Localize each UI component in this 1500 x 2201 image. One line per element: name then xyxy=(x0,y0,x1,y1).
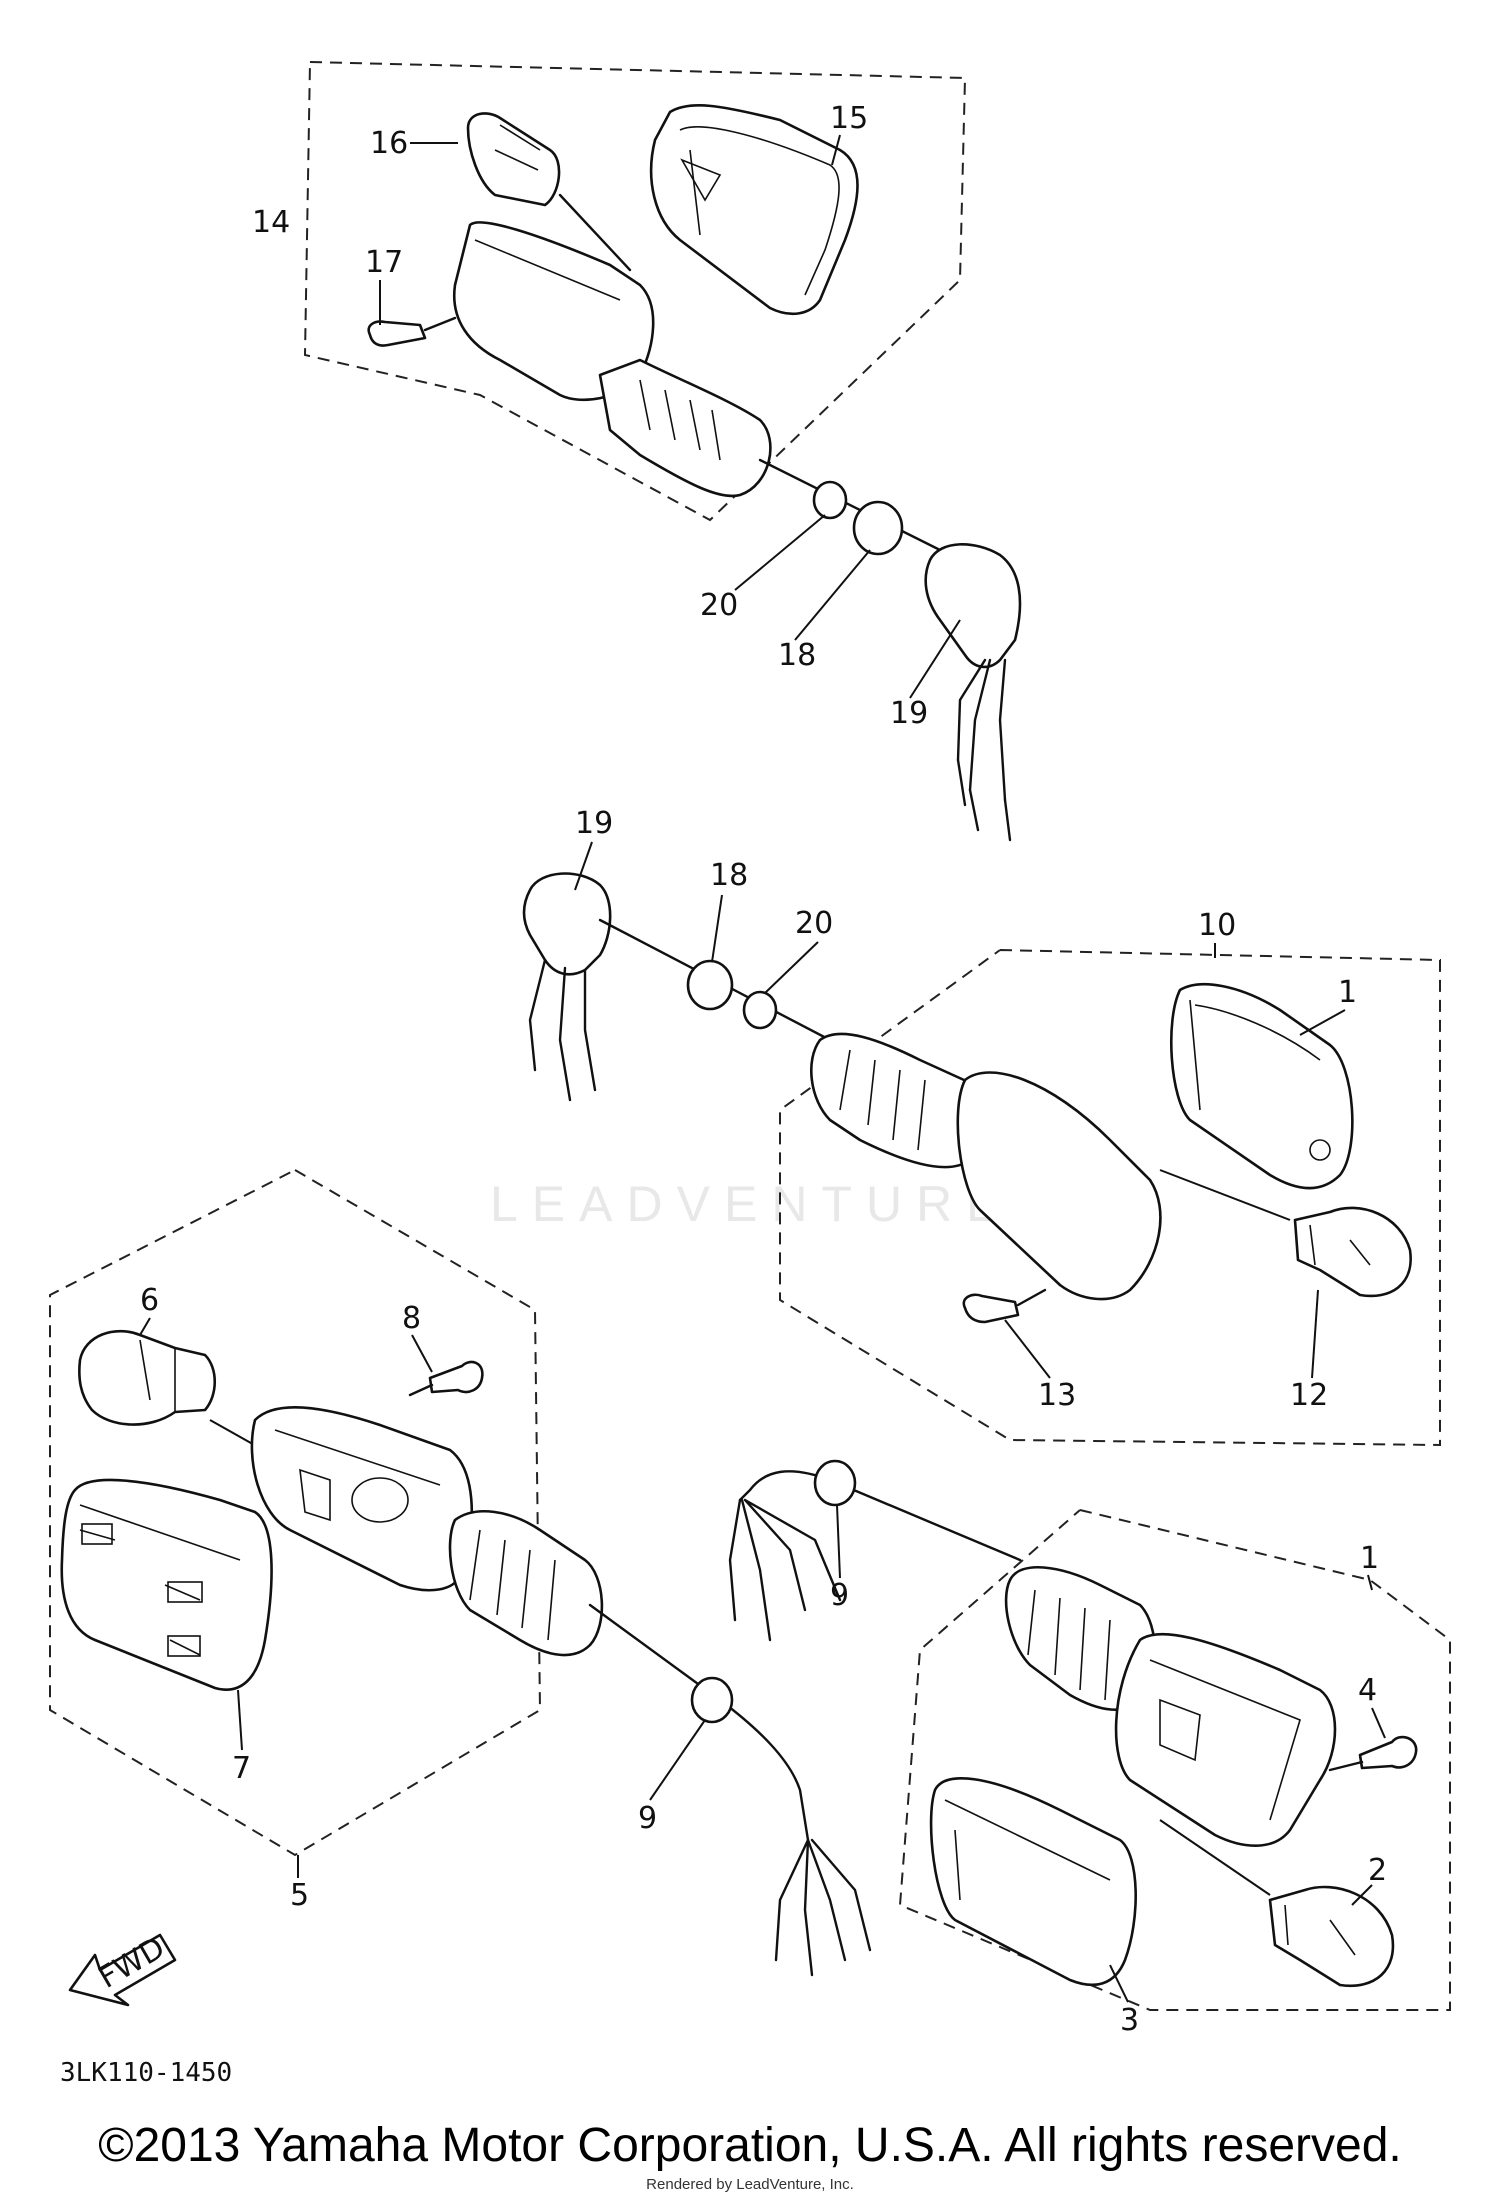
bulb-12 xyxy=(1159,1169,1412,1298)
grommet-18-top xyxy=(852,500,904,556)
assembly-10-boundary xyxy=(779,949,1441,1447)
screw-4 xyxy=(1328,1735,1418,1772)
assembly-14 xyxy=(303,61,1022,842)
callout-18-top: 18 xyxy=(778,638,816,673)
lens-15 xyxy=(649,104,859,316)
wire-5 xyxy=(588,1603,810,1842)
housing-1 xyxy=(1004,1565,1337,1847)
connector-19-top xyxy=(924,543,1022,842)
callout-19-mid: 19 xyxy=(575,806,613,841)
wire-1 xyxy=(738,1470,1022,1562)
diagram-reference-code: 3LK110-1450 xyxy=(60,2058,233,2088)
fwd-arrow-icon: FWD xyxy=(68,1930,177,2007)
callout-8: 8 xyxy=(402,1301,421,1336)
housing-14 xyxy=(452,193,772,498)
wire-5-leads xyxy=(774,1838,872,1977)
screw-13 xyxy=(962,1288,1047,1324)
callouts: 14 16 15 17 20 18 19 19 18 20 10 1 12 13… xyxy=(139,101,1387,2038)
callout-5: 5 xyxy=(290,1878,309,1913)
screw-17 xyxy=(367,316,457,347)
copyright-notice: ©2013 Yamaha Motor Corporation, U.S.A. A… xyxy=(98,2119,1402,2172)
assembly-5 xyxy=(49,1169,872,1977)
callout-14: 14 xyxy=(252,205,290,240)
lens-3 xyxy=(929,1777,1137,1987)
grommet-9-right xyxy=(813,1459,857,1507)
wire-1-leads xyxy=(728,1498,842,1642)
callout-13: 13 xyxy=(1038,1378,1076,1413)
callout-3: 3 xyxy=(1120,2003,1139,2038)
watermark: LEADVENTURE xyxy=(490,1176,1014,1232)
callout-1: 1 xyxy=(1360,1541,1379,1576)
bulb-16 xyxy=(466,112,561,207)
assembly-1 xyxy=(728,1459,1451,2011)
callout-17: 17 xyxy=(365,245,403,280)
assembly-10 xyxy=(522,872,1441,1447)
connector-19-mid xyxy=(522,872,612,1102)
grommet-9-left xyxy=(690,1676,734,1724)
callout-15: 15 xyxy=(830,101,868,136)
housing-5 xyxy=(250,1405,604,1657)
callout-9-left: 9 xyxy=(638,1801,657,1836)
callout-12: 12 xyxy=(1290,1378,1328,1413)
callout-9-right: 9 xyxy=(830,1578,849,1613)
housing-10 xyxy=(809,1032,1162,1301)
assembly-14-boundary xyxy=(303,61,967,522)
callout-7: 7 xyxy=(232,1751,251,1786)
assembly-5-boundary xyxy=(49,1169,542,1857)
screw-8 xyxy=(408,1360,484,1397)
callout-lens-11: 1 xyxy=(1338,975,1357,1010)
callout-20-top: 20 xyxy=(700,588,738,623)
bulb-6 xyxy=(78,1329,291,1466)
callout-4: 4 xyxy=(1358,1673,1377,1708)
bulb-2 xyxy=(1159,1819,1395,1988)
callout-16: 16 xyxy=(370,126,408,161)
washer-20-top xyxy=(812,480,848,520)
callout-19-top: 19 xyxy=(890,696,928,731)
callout-6: 6 xyxy=(140,1283,159,1318)
lens-7 xyxy=(60,1478,273,1691)
lens-11 xyxy=(1170,983,1354,1190)
callout-2: 2 xyxy=(1368,1853,1387,1888)
rendered-by-note: Rendered by LeadVenture, Inc. xyxy=(646,2176,854,2193)
callout-10: 10 xyxy=(1198,908,1236,943)
callout-18-mid: 18 xyxy=(710,858,748,893)
grommet-18-mid xyxy=(686,959,734,1011)
callout-20-mid: 20 xyxy=(795,906,833,941)
washer-20-mid xyxy=(742,990,778,1030)
